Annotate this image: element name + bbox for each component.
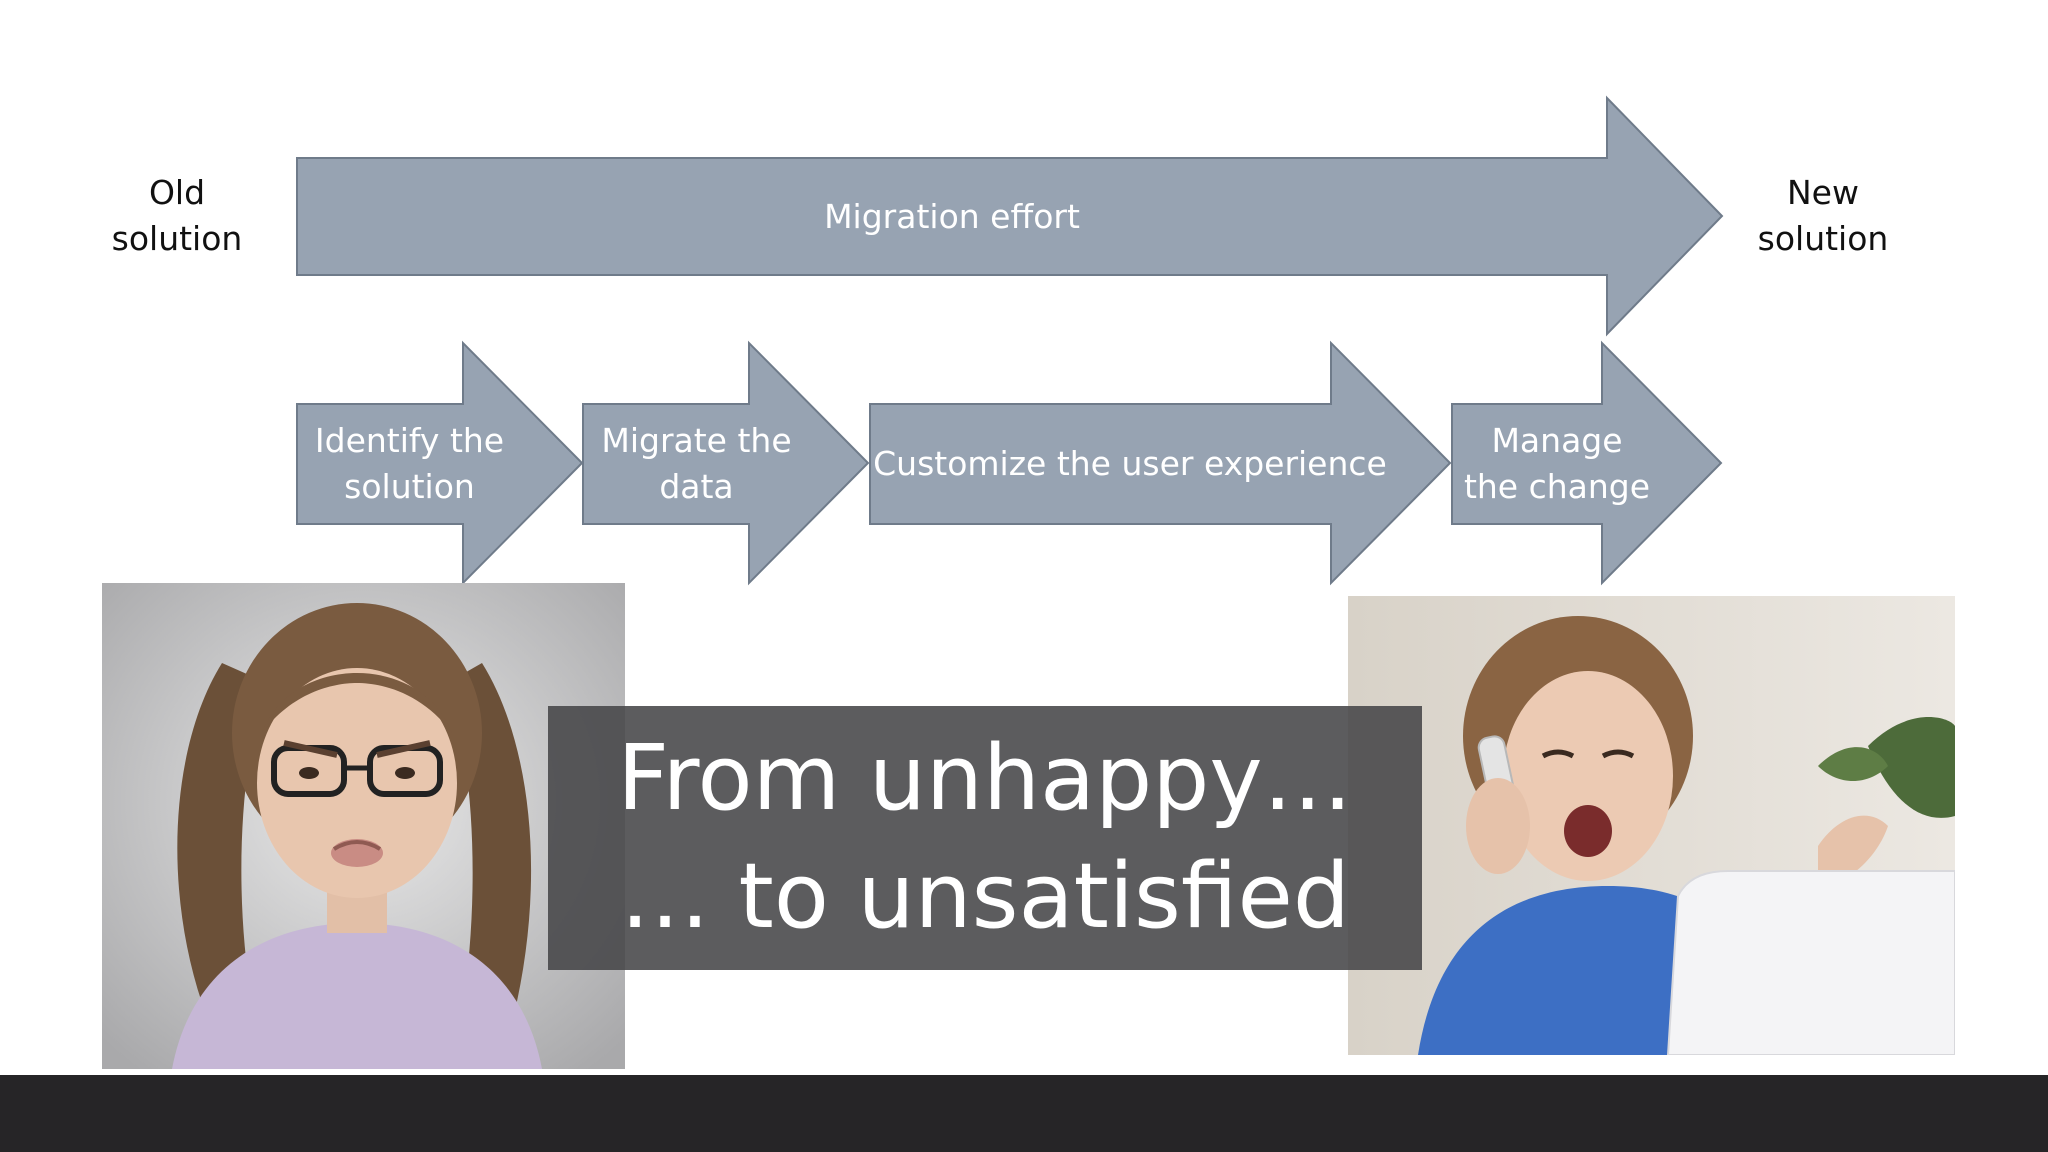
frustrated-woman-photo (1348, 596, 1955, 1055)
step-manage-line-1: Manage (1491, 421, 1623, 460)
step-label-customize: Customize the user experience (870, 404, 1390, 524)
step-arrow-migrate (582, 340, 870, 586)
migration-effort-label: Migration effort (297, 192, 1607, 242)
migration-effort-arrow (296, 95, 1724, 337)
step-arrow-customize (869, 340, 1452, 586)
old-solution-line-2: solution (111, 219, 243, 258)
caption-line-1: From unhappy… (617, 726, 1353, 831)
migration-effort-text: Migration effort (824, 197, 1080, 236)
step-arrow-identify (296, 340, 584, 586)
step-arrow-manage (1451, 340, 1723, 586)
new-solution-line-2: solution (1757, 219, 1889, 258)
step-customize-line-1: Customize the user experience (873, 444, 1387, 483)
old-solution-label: Old solution (87, 170, 267, 262)
old-solution-line-1: Old (148, 173, 206, 212)
step-migrate-line-1: Migrate the (601, 421, 792, 460)
step-label-identify: Identify the solution (297, 404, 522, 524)
step-migrate-line-2: data (659, 467, 734, 506)
caption-line-2: … to unsatisfied (619, 844, 1351, 949)
caption-overlay: From unhappy… … to unsatisfied (548, 706, 1422, 970)
step-label-migrate: Migrate the data (583, 404, 810, 524)
step-identify-line-2: solution (344, 467, 475, 506)
unhappy-girl-photo (102, 583, 625, 1069)
new-solution-label: New solution (1733, 170, 1913, 262)
footer-bar (0, 1075, 2048, 1152)
new-solution-line-1: New (1787, 173, 1859, 212)
step-identify-line-1: Identify the (314, 421, 505, 460)
step-label-manage: Manage the change (1452, 404, 1662, 524)
step-manage-line-2: the change (1463, 467, 1651, 506)
arrow-diagram (296, 95, 1724, 586)
